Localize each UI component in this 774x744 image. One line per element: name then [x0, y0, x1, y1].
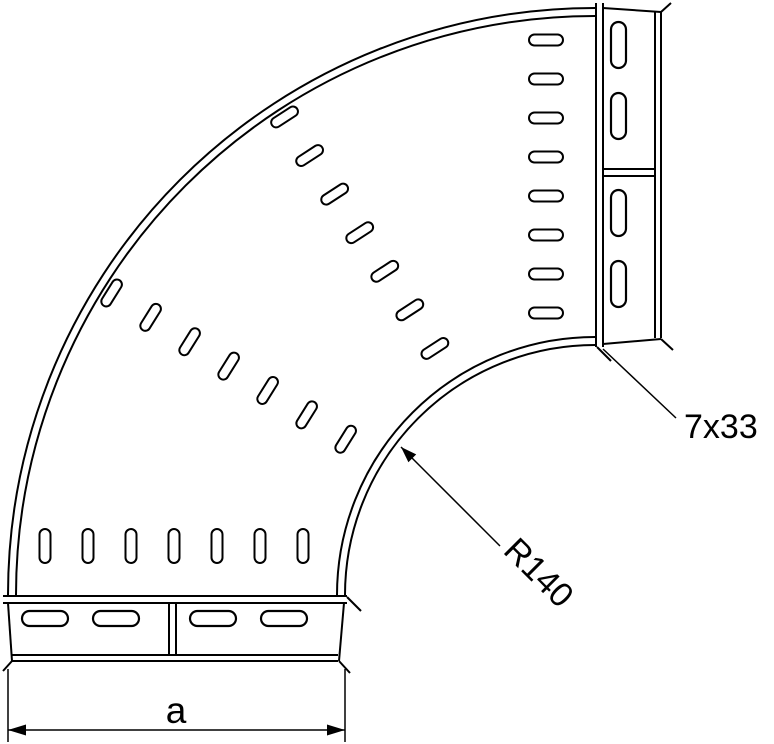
radius-leader-line — [400, 446, 501, 547]
dimensions — [7, 348, 677, 742]
perforation-slot — [139, 302, 162, 332]
perforation-slot — [217, 351, 240, 381]
right-end-flange — [595, 2, 674, 362]
slot-size-leader-line — [602, 348, 677, 419]
perforation-slot — [295, 400, 318, 430]
perforation-slot — [100, 278, 123, 308]
right-flange-top-edge — [602, 7, 662, 13]
perforation-slot — [320, 182, 350, 206]
perforation-slot — [124, 528, 138, 564]
labels: 7x33 R140 a — [166, 408, 758, 731]
perforation-slot — [528, 33, 564, 47]
perforation-slot — [38, 528, 52, 564]
perforation-slot — [188, 609, 238, 628]
perforation-slot — [609, 259, 628, 309]
perforation-slot — [528, 189, 564, 203]
perforation-slot — [609, 188, 628, 238]
bottom-flange-right-stub-2 — [338, 660, 351, 674]
right-flange-top-stub — [660, 2, 672, 13]
perforation-slot — [609, 20, 628, 70]
perforation-slot — [20, 609, 70, 628]
perforation-slot — [528, 111, 564, 125]
perforation-slot — [528, 72, 564, 86]
perforation-slot — [334, 424, 357, 454]
perforation-slot — [528, 228, 564, 242]
perforation-slot — [167, 528, 181, 564]
right-flange-bottom-stub-2 — [660, 338, 674, 351]
perforation-slot — [528, 267, 564, 281]
perforation-slot — [256, 375, 279, 405]
flange-slot-holes — [20, 20, 628, 628]
slot-size-label: 7x33 — [684, 408, 758, 446]
perforation-slot — [91, 609, 141, 628]
radius-leader-arrow — [401, 447, 417, 463]
dim-arrow-left — [8, 724, 26, 736]
bottom-flange-left-stub — [2, 660, 13, 672]
right-flange-bottom-edge — [602, 338, 662, 345]
tray-body — [7, 7, 596, 596]
perforation-slot — [420, 336, 450, 360]
bottom-flange-left-edge — [7, 602, 13, 662]
perforation-slot — [81, 528, 95, 564]
perforation-slot — [296, 528, 310, 564]
inner-edge-arc — [344, 344, 596, 596]
perforation-slot — [528, 150, 564, 164]
right-flange-bottom-stub-1 — [596, 346, 612, 362]
dim-arrow-right — [327, 724, 345, 736]
bottom-end-flange — [2, 595, 362, 674]
perforation-slot — [270, 105, 299, 129]
bottom-flange-right-edge — [338, 602, 345, 662]
outer-rim-arc — [15, 15, 596, 596]
perforation-slot — [345, 221, 375, 245]
perforation-slot — [259, 609, 309, 628]
radius-label: R140 — [496, 531, 580, 615]
perforation-slot — [395, 298, 425, 322]
outer-edge-arc — [7, 7, 596, 596]
perforation-slot — [370, 259, 400, 283]
perforation-slot — [528, 306, 564, 320]
width-dimension-label: a — [166, 690, 187, 731]
bottom-flange-right-stub-1 — [346, 596, 362, 612]
perforation-slot — [609, 91, 628, 141]
perforation-slot — [253, 528, 267, 564]
inner-rim-arc — [336, 336, 596, 596]
perforation-slot — [295, 144, 324, 167]
perforation-slot — [178, 327, 201, 357]
perforation-slot — [210, 528, 224, 564]
tray-perforations — [38, 33, 564, 564]
